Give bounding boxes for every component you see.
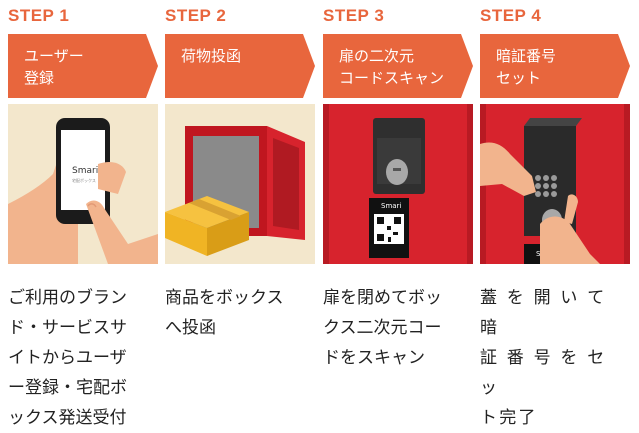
step-4-label: STEP 4	[480, 6, 542, 25]
step-4-description: 蓋 を 開 い て 暗 証 番 号 を セ ッ ト完了	[480, 288, 607, 428]
step-2-description: 商品をボックス へ投函	[165, 288, 284, 338]
step-2-label: STEP 2	[165, 6, 227, 25]
step-2: STEP 2 荷物投函 商品をボックス へ投函	[165, 0, 315, 425]
step-2-banner: 荷物投函	[165, 34, 315, 98]
step-3-description: 扉を閉めてボッ クス二次元コー ドをスキャン	[323, 288, 442, 368]
banner-arrow-shape	[323, 34, 473, 98]
step-3-banner-text: 扉の二次元 コードスキャン	[339, 47, 445, 87]
step-2-illustration	[165, 104, 315, 264]
step-2-banner-text: 荷物投函	[181, 47, 242, 65]
step-1-description: ご利用のブラン ド・サービスサ イトからユーザ ー登録・宅配ボ ックス発送受付	[8, 288, 127, 428]
step-1: STEP 1 ユーザー 登録 Smari 宅配ボックス ご利用のブラン ド・サー…	[8, 0, 158, 428]
step-3: STEP 3 扉の二次元 コードスキャン Smari 扉を閉めてボッ クス二次元…	[323, 0, 473, 425]
step-4-illustration: Smari	[480, 104, 630, 264]
step-1-banner: ユーザー 登録	[8, 34, 158, 98]
banner-arrow-shape	[165, 34, 315, 98]
step-1-label: STEP 1	[8, 6, 70, 25]
step-1-banner-text: ユーザー 登録	[24, 47, 84, 87]
step-3-illustration: Smari	[323, 104, 473, 264]
banner-arrow-shape	[8, 34, 158, 98]
step-1-illustration: Smari 宅配ボックス	[8, 104, 158, 264]
phone-brand-text: Smari	[72, 166, 98, 176]
step-3-label: STEP 3	[323, 6, 385, 25]
step-4: STEP 4 暗証番号 セット Smari 蓋 を 開 い て 暗 証 番 号 …	[480, 0, 630, 428]
step-4-banner: 暗証番号 セット	[480, 34, 630, 98]
phone-sub-text: 宅配ボックス	[72, 177, 96, 183]
step-4-banner-text: 暗証番号 セット	[496, 47, 557, 87]
step-3-banner: 扉の二次元 コードスキャン	[323, 34, 473, 98]
banner-arrow-shape	[480, 34, 630, 98]
sticker-brand-text: Smari	[381, 202, 401, 210]
